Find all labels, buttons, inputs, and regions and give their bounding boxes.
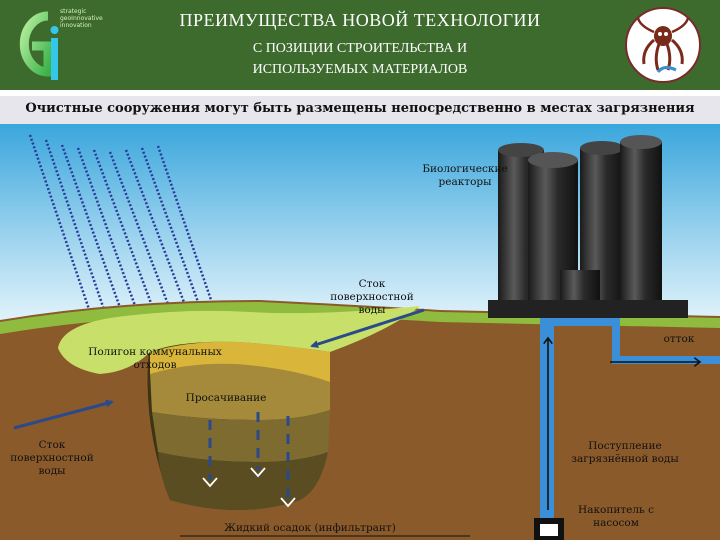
logo-text: strategic geoInnovative innovation bbox=[60, 8, 103, 29]
label-runoff-top-line1: Сток bbox=[358, 278, 386, 290]
label-runoff-left-line3: воды bbox=[38, 465, 66, 477]
label-landfill: Полигон коммунальных отходов bbox=[80, 346, 230, 372]
header-bar: strategic geoInnovative innovation ПРЕИМ… bbox=[0, 0, 720, 90]
bio-reactors bbox=[488, 135, 688, 320]
banner-text: Очистные сооружения могут быть размещены… bbox=[25, 101, 695, 116]
label-runoff-left: Сток поверхностной воды bbox=[2, 439, 102, 478]
label-landfill-line1: Полигон коммунальных bbox=[88, 346, 222, 358]
page-title: ПРЕИМУЩЕСТВА НОВОЙ ТЕХНОЛОГИИ bbox=[179, 10, 541, 30]
gi-logo-icon bbox=[19, 11, 59, 80]
runoff-arrow-left bbox=[13, 399, 114, 430]
label-landfill-line2: отходов bbox=[133, 359, 177, 371]
label-storage: Накопитель с насосом bbox=[566, 504, 666, 530]
seepage-arrows bbox=[208, 412, 290, 500]
label-storage-line2: насосом bbox=[593, 517, 639, 529]
label-runoff-left-line2: поверхностной bbox=[10, 452, 94, 464]
label-bio-reactors: Биологические реакторы bbox=[420, 163, 510, 189]
grass bbox=[0, 302, 720, 334]
runoff-arrow-top bbox=[310, 308, 425, 348]
label-runoff-top-line2: поверхностной bbox=[330, 291, 414, 303]
label-inflow-line1: Поступление bbox=[588, 440, 662, 452]
label-inflow-line2: загрязнённой воды bbox=[571, 453, 679, 465]
octopus-mascot-icon bbox=[625, 7, 701, 83]
diagram-scene bbox=[0, 124, 720, 540]
outflow-pipe bbox=[540, 318, 554, 518]
label-runoff-left-line1: Сток bbox=[38, 439, 66, 451]
label-outflow: отток bbox=[663, 333, 695, 345]
label-storage-line1: Накопитель с bbox=[578, 504, 654, 516]
label-bio-reactors-line1: Биологические bbox=[422, 163, 508, 175]
label-bio-reactors-line2: реакторы bbox=[438, 176, 492, 188]
label-inflow: Поступление загрязнённой воды bbox=[560, 440, 690, 466]
page-subtitle-line1: С ПОЗИЦИИ СТРОИТЕЛЬСТВА И bbox=[252, 41, 468, 56]
label-sediment: Жидкий осадок (инфильтрант) bbox=[224, 522, 396, 534]
label-runoff-top: Сток поверхностной воды bbox=[322, 278, 422, 317]
rain-lines bbox=[28, 134, 222, 334]
label-runoff-top-line3: воды bbox=[358, 304, 386, 316]
landfill-mound bbox=[58, 306, 420, 374]
banner: Очистные сооружения могут быть размещены… bbox=[0, 96, 720, 124]
label-seepage: Просачивание bbox=[185, 392, 267, 404]
page-subtitle-line2: ИСПОЛЬЗУЕМЫХ МАТЕРИАЛОВ bbox=[252, 62, 468, 77]
